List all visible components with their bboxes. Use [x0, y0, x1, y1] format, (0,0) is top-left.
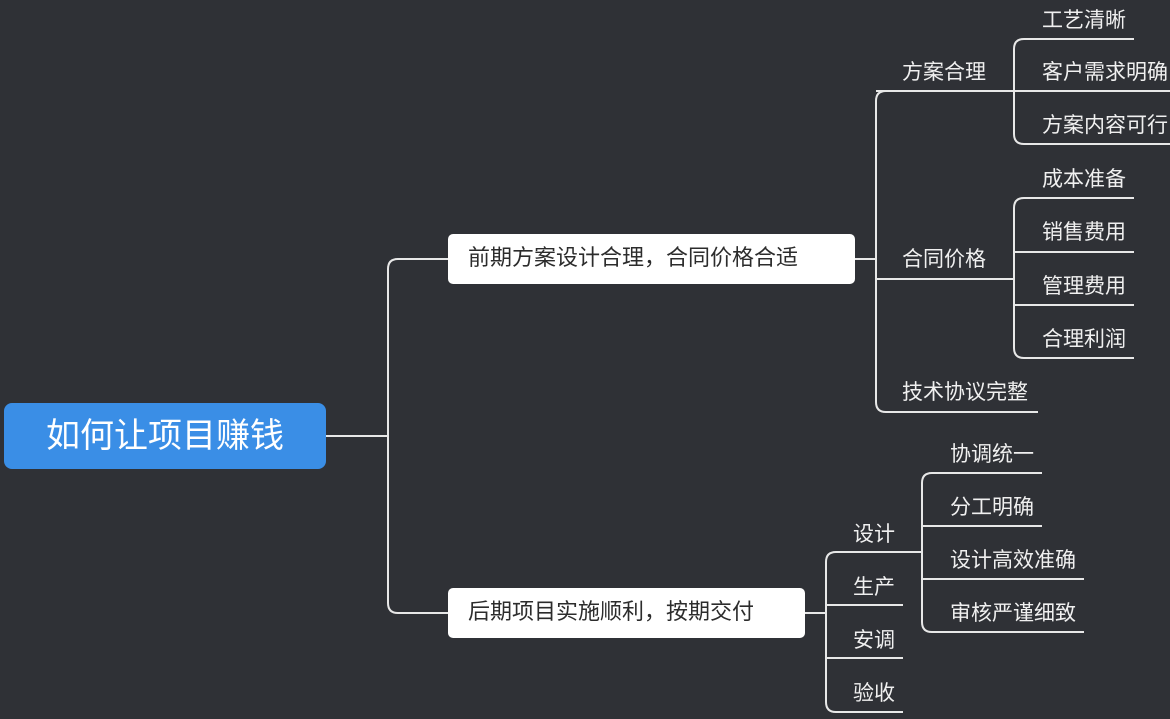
branch-late-delivery[interactable]: 后期项目实施顺利，按期交付	[448, 588, 805, 638]
leaf-process-clear[interactable]: 工艺清晰	[1042, 8, 1126, 32]
leaf-clear-division[interactable]: 分工明确	[950, 495, 1034, 519]
leaf-coordination[interactable]: 协调统一	[950, 442, 1034, 466]
topic-production[interactable]: 生产	[853, 575, 895, 599]
leaf-reasonable-profit[interactable]: 合理利润	[1042, 327, 1126, 351]
leaf-rigorous-review[interactable]: 审核严谨细致	[950, 601, 1076, 625]
branch-early-design[interactable]: 前期方案设计合理，合同价格合适	[448, 234, 855, 284]
leaf-customer-needs[interactable]: 客户需求明确	[1042, 60, 1168, 84]
leaf-sales-expense[interactable]: 销售费用	[1042, 220, 1126, 244]
topic-tech-agreement[interactable]: 技术协议完整	[902, 380, 1028, 404]
topic-acceptance[interactable]: 验收	[853, 681, 895, 705]
topic-installation[interactable]: 安调	[853, 628, 895, 652]
topic-contract-price[interactable]: 合同价格	[902, 247, 986, 271]
topic-plan-reasonable[interactable]: 方案合理	[902, 60, 986, 84]
leaf-admin-expense[interactable]: 管理费用	[1042, 274, 1126, 298]
leaf-efficient-design[interactable]: 设计高效准确	[950, 548, 1076, 572]
topic-design[interactable]: 设计	[853, 522, 895, 546]
leaf-cost-prep[interactable]: 成本准备	[1042, 167, 1126, 191]
leaf-plan-feasible[interactable]: 方案内容可行	[1042, 113, 1168, 137]
root-topic[interactable]: 如何让项目赚钱	[4, 403, 326, 469]
